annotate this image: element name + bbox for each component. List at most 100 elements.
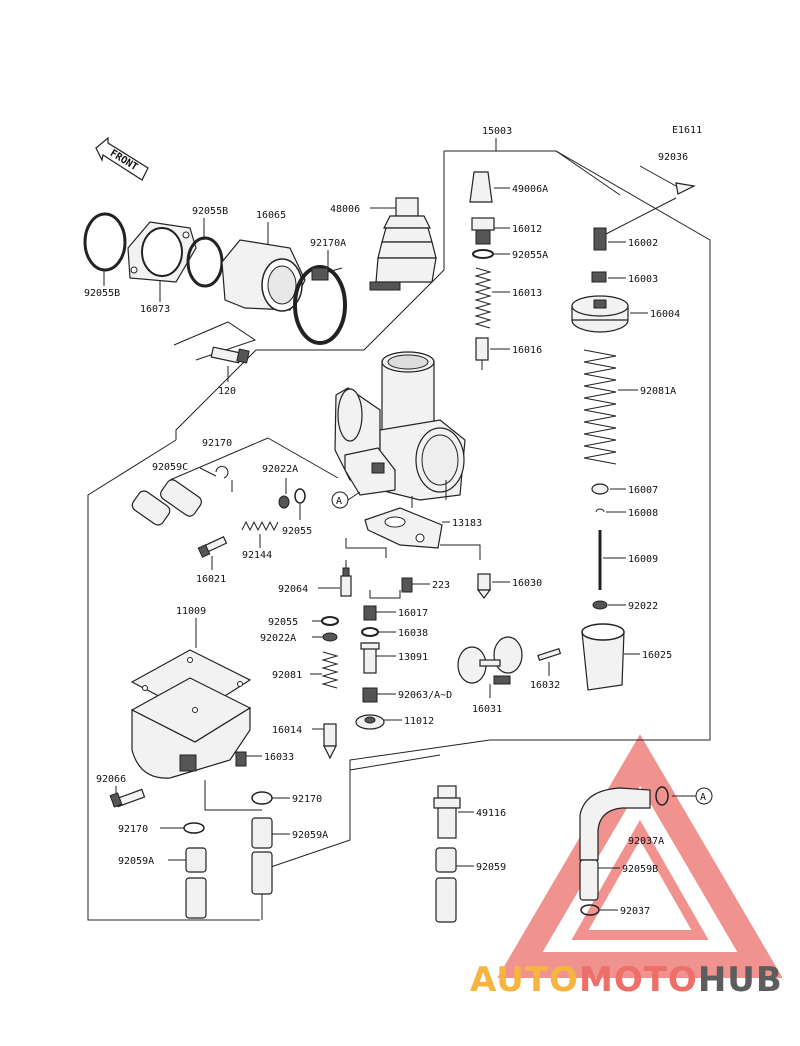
label-11012: 11012 [404, 716, 434, 727]
label-48006: 48006 [330, 204, 360, 215]
watermark-logo: AUTOMOTOHUB [470, 960, 800, 1020]
label-92081: 92081 [272, 670, 302, 681]
label-16038: 16038 [398, 628, 428, 639]
hose-92059B [579, 787, 651, 901]
label-16009: 16009 [628, 554, 658, 565]
label-16030: 16030 [512, 578, 542, 589]
o-ring-16038 [361, 627, 379, 637]
hose-92059A-mid [251, 817, 273, 895]
nut-16003 [591, 271, 607, 283]
clip-92170-mid [251, 791, 273, 805]
o-ring-92055-lower [321, 616, 339, 626]
carb-holder-16065 [221, 239, 306, 312]
spring-92081A [583, 349, 617, 465]
screw-223 [401, 577, 413, 593]
label-92055A: 92055A [512, 250, 548, 261]
plunger-16016 [475, 337, 489, 370]
pin-16032 [537, 647, 562, 662]
drain-screw-92066 [109, 788, 146, 808]
o-ring-92055B-left [83, 212, 127, 272]
screw-16014 [323, 723, 337, 760]
label-92055B-left: 92055B [84, 288, 120, 299]
clip-16008 [595, 508, 605, 513]
gasket-13183 [364, 507, 443, 549]
o-ring-92055-upper [294, 488, 306, 504]
clip-92170-upper [215, 465, 229, 479]
label-92037A: 92037A [628, 836, 664, 847]
screw-16021 [197, 535, 228, 558]
spring-16013 [474, 267, 492, 329]
label-92063: 92063/A~D [398, 690, 452, 701]
clip-92037 [580, 904, 600, 916]
label-16014: 16014 [272, 725, 302, 736]
label-16073: 16073 [140, 304, 170, 315]
label-13183: 13183 [452, 518, 482, 529]
needle-jet-13091 [360, 642, 380, 674]
watermark-part3: HUB [697, 960, 783, 1000]
main-jet-92063 [362, 687, 378, 703]
label-92064: 92064 [278, 584, 308, 595]
washer-92022A-upper [278, 495, 290, 509]
screw-16002 [593, 227, 607, 251]
hose-92059A-left [185, 847, 207, 919]
callout-a-top: A [331, 491, 361, 509]
label-92081A: 92081A [640, 386, 676, 397]
cap-49006A [469, 171, 493, 203]
leader-lines [103, 165, 677, 911]
float-16031 [457, 636, 523, 685]
pilot-jet-92064 [340, 567, 352, 597]
label-92170-mid: 92170 [292, 794, 322, 805]
label-92170A: 92170A [310, 238, 346, 249]
label-13091: 13091 [398, 652, 428, 663]
label-16017: 16017 [398, 608, 428, 619]
label-16008: 16008 [628, 508, 658, 519]
spring-92081 [321, 651, 339, 689]
label-16013: 16013 [512, 288, 542, 299]
clamp-92170A [293, 265, 347, 345]
screw-16033 [235, 751, 247, 767]
clip-92170-lower [183, 822, 205, 834]
front-arrow: FRONT [95, 136, 149, 181]
label-92059C: 92059C [152, 462, 188, 473]
label-16002: 16002 [628, 238, 658, 249]
diagram-code: E1611 [672, 125, 702, 136]
label-16004: 16004 [650, 309, 680, 320]
label-92170-lower: 92170 [118, 824, 148, 835]
needle-jet-16017 [363, 605, 377, 621]
float-chamber-11009 [130, 649, 252, 779]
label-92059B: 92059B [622, 864, 658, 875]
group-outline-lines [87, 138, 711, 921]
clip-92036 [675, 182, 696, 195]
clip-92037A [655, 786, 669, 806]
hose-92059 [435, 847, 457, 923]
tube-92059C [131, 479, 202, 526]
label-92059A-mid: 92059A [292, 830, 328, 841]
washer-92022A-lower [322, 632, 338, 642]
boot-48006 [369, 197, 437, 291]
cap-16012 [471, 217, 495, 245]
label-92066: 92066 [96, 774, 126, 785]
label-16032: 16032 [530, 680, 560, 691]
label-92170-upper: 92170 [202, 438, 232, 449]
label-92022A-lower: 92022A [260, 633, 296, 644]
spring-92144 [241, 520, 279, 532]
baffle-11012 [355, 714, 385, 730]
retainer-16007 [591, 483, 609, 495]
washer-92022 [592, 600, 608, 610]
label-16031: 16031 [472, 704, 502, 715]
label-92055-lower: 92055 [268, 617, 298, 628]
insulator-16073 [127, 221, 197, 283]
label-16012: 16012 [512, 224, 542, 235]
label-92036: 92036 [658, 152, 688, 163]
label-16007: 16007 [628, 485, 658, 496]
label-92037: 92037 [620, 906, 650, 917]
part-labels: 15003 92036 48006 49006A 16012 92055A 16… [84, 126, 688, 917]
label-16065: 16065 [256, 210, 286, 221]
watermark-part1: AUTO [470, 960, 579, 1000]
label-92022A-upper: 92022A [262, 464, 298, 475]
label-16003: 16003 [628, 274, 658, 285]
label-16016: 16016 [512, 345, 542, 356]
cap-16004 [571, 295, 629, 333]
jet-16030 [476, 573, 492, 599]
